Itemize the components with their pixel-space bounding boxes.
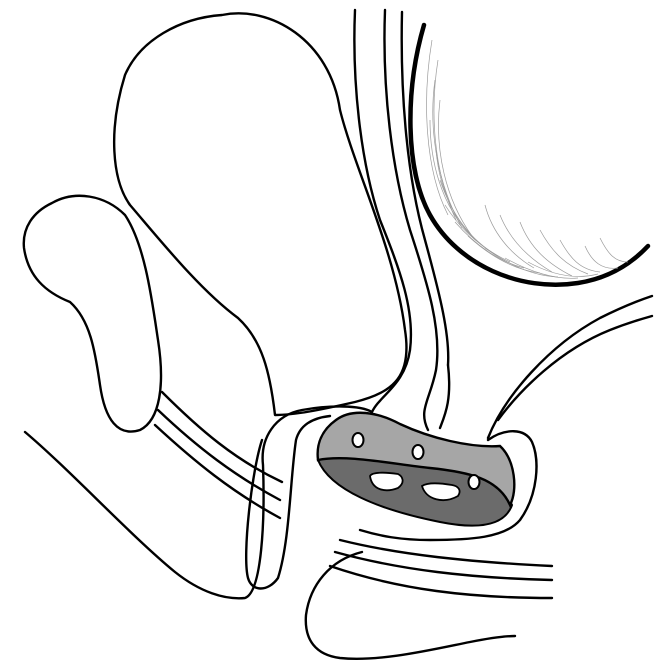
pessary-hole-2	[413, 445, 424, 459]
bladder-outline	[114, 13, 406, 415]
perineal-body-upper	[488, 296, 652, 438]
vaginal-wall-inner-left	[384, 10, 437, 430]
pessary-hole-3	[469, 475, 480, 489]
perineal-body-lower	[498, 316, 652, 420]
body-contour-left	[25, 406, 372, 598]
pubic-bone-outline	[24, 196, 161, 432]
pessary-device	[318, 413, 515, 526]
anal-canal-lower	[330, 566, 552, 598]
rectum-thick-outline	[410, 25, 648, 285]
rectum-lower-wall-outer	[440, 365, 449, 428]
rectum-shading	[427, 40, 628, 278]
pessary-hole-1	[353, 433, 364, 447]
anal-canal-middle	[335, 552, 552, 580]
